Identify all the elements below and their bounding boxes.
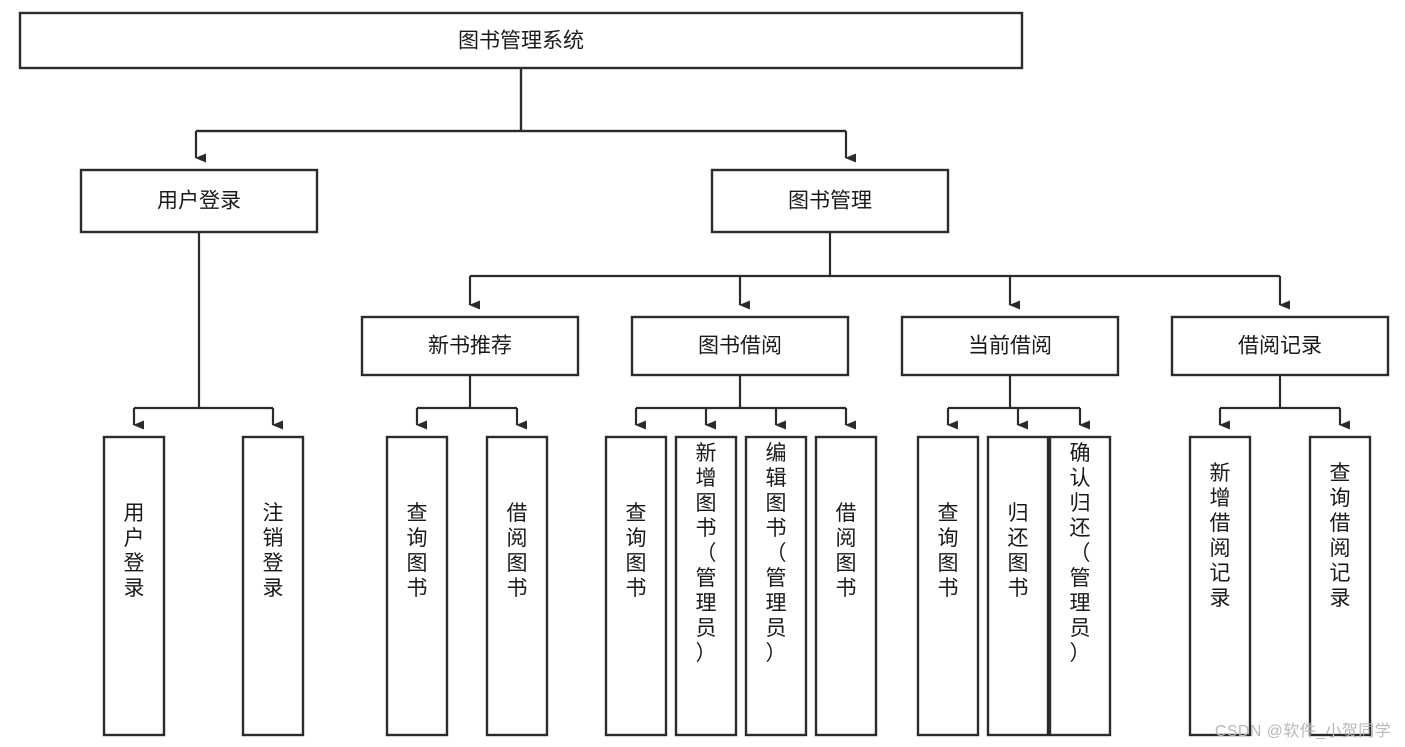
leaf-query-book-current-label: 查询图书 xyxy=(938,502,959,600)
leaf-edit-book-admin-box[interactable] xyxy=(744,435,808,737)
connector-borrow-to-leaves xyxy=(634,375,856,430)
node-book-borrow-label: 图书借阅 xyxy=(698,335,782,358)
leaf-return-book-box[interactable] xyxy=(986,435,1050,737)
leaf-borrow-book-rec[interactable]: 借阅图书 xyxy=(485,435,549,737)
leaf-confirm-return-admin-box[interactable] xyxy=(1048,435,1112,737)
leaf-add-borrow-record-box[interactable] xyxy=(1188,435,1252,737)
leaf-logout-label: 注销登录 xyxy=(263,502,284,600)
leaf-add-book-admin-box[interactable] xyxy=(674,435,738,737)
connector-records-to-leaves xyxy=(1218,375,1350,430)
leaf-return-book[interactable]: 归还图书 xyxy=(986,435,1050,737)
node-new-book-recommend[interactable]: 新书推荐 xyxy=(360,315,580,377)
node-book-management-label: 图书管理 xyxy=(788,190,872,213)
connector-userlogin-to-leaves xyxy=(132,232,283,430)
leaf-query-book-rec[interactable]: 查询图书 xyxy=(385,435,449,737)
leaf-query-book-current-box[interactable] xyxy=(916,435,980,737)
leaf-user-login-box[interactable] xyxy=(102,435,166,737)
leaf-query-book-borrow[interactable]: 查询图书 xyxy=(604,435,668,737)
leaf-edit-book-admin-label: 编辑图书（管理员） xyxy=(766,442,787,665)
node-book-borrow-box[interactable] xyxy=(630,315,850,377)
leaf-logout[interactable]: 注销登录 xyxy=(241,435,305,737)
leaf-borrow-book-rec-label: 借阅图书 xyxy=(507,502,528,600)
connector-recommend-to-leaves xyxy=(415,375,527,430)
connector-bookmgmt-to-level3 xyxy=(468,232,1290,310)
connectors-layer xyxy=(132,68,1350,430)
node-current-borrow-box[interactable] xyxy=(900,315,1120,377)
node-book-management-box[interactable] xyxy=(710,168,950,234)
leaf-confirm-return-admin[interactable]: 确认归还（管理员） xyxy=(1048,435,1112,737)
leaf-borrow-book-box[interactable] xyxy=(814,435,878,737)
node-new-book-recommend-label: 新书推荐 xyxy=(428,335,512,358)
node-borrow-records[interactable]: 借阅记录 xyxy=(1170,315,1390,377)
leaf-user-login[interactable]: 用户登录 xyxy=(102,435,166,737)
connector-root-to-level2 xyxy=(196,68,856,158)
leaf-query-borrow-record-label: 查询借阅记录 xyxy=(1330,462,1351,610)
leaf-borrow-book[interactable]: 借阅图书 xyxy=(814,435,878,737)
node-borrow-records-box[interactable] xyxy=(1170,315,1390,377)
leaf-add-borrow-record-label: 新增借阅记录 xyxy=(1210,462,1231,610)
leaf-query-borrow-record[interactable]: 查询借阅记录 xyxy=(1308,435,1372,737)
node-root-label: 图书管理系统 xyxy=(458,30,584,53)
leaf-add-borrow-record[interactable]: 新增借阅记录 xyxy=(1188,435,1252,737)
leaf-add-book-admin[interactable]: 新增图书（管理员） xyxy=(674,435,738,737)
node-borrow-records-label: 借阅记录 xyxy=(1238,335,1322,358)
node-user-login-label: 用户登录 xyxy=(157,190,241,213)
node-root-box[interactable] xyxy=(18,11,1024,70)
leaf-return-book-label: 归还图书 xyxy=(1008,502,1029,600)
leaf-query-book-borrow-label: 查询图书 xyxy=(626,502,647,600)
node-user-login-box[interactable] xyxy=(79,168,319,234)
node-user-login[interactable]: 用户登录 xyxy=(79,168,319,234)
node-current-borrow[interactable]: 当前借阅 xyxy=(900,315,1120,377)
node-book-borrow[interactable]: 图书借阅 xyxy=(630,315,850,377)
leaf-query-book-current[interactable]: 查询图书 xyxy=(916,435,980,737)
leaf-query-book-borrow-box[interactable] xyxy=(604,435,668,737)
node-new-book-recommend-box[interactable] xyxy=(360,315,580,377)
node-book-management[interactable]: 图书管理 xyxy=(710,168,950,234)
node-current-borrow-label: 当前借阅 xyxy=(968,335,1052,358)
leaf-confirm-return-admin-label: 确认归还（管理员） xyxy=(1070,442,1091,665)
leaf-borrow-book-rec-box[interactable] xyxy=(485,435,549,737)
leaf-user-login-label: 用户登录 xyxy=(124,502,145,600)
leaf-query-book-rec-box[interactable] xyxy=(385,435,449,737)
connector-current-to-leaves xyxy=(946,375,1090,430)
leaf-edit-book-admin[interactable]: 编辑图书（管理员） xyxy=(744,435,808,737)
leaf-logout-box[interactable] xyxy=(241,435,305,737)
node-root[interactable]: 图书管理系统 xyxy=(18,11,1024,70)
leaf-borrow-book-label: 借阅图书 xyxy=(836,502,857,600)
leaf-query-borrow-record-box[interactable] xyxy=(1308,435,1372,737)
leaf-query-book-rec-label: 查询图书 xyxy=(407,502,428,600)
leaf-add-book-admin-label: 新增图书（管理员） xyxy=(696,442,717,665)
